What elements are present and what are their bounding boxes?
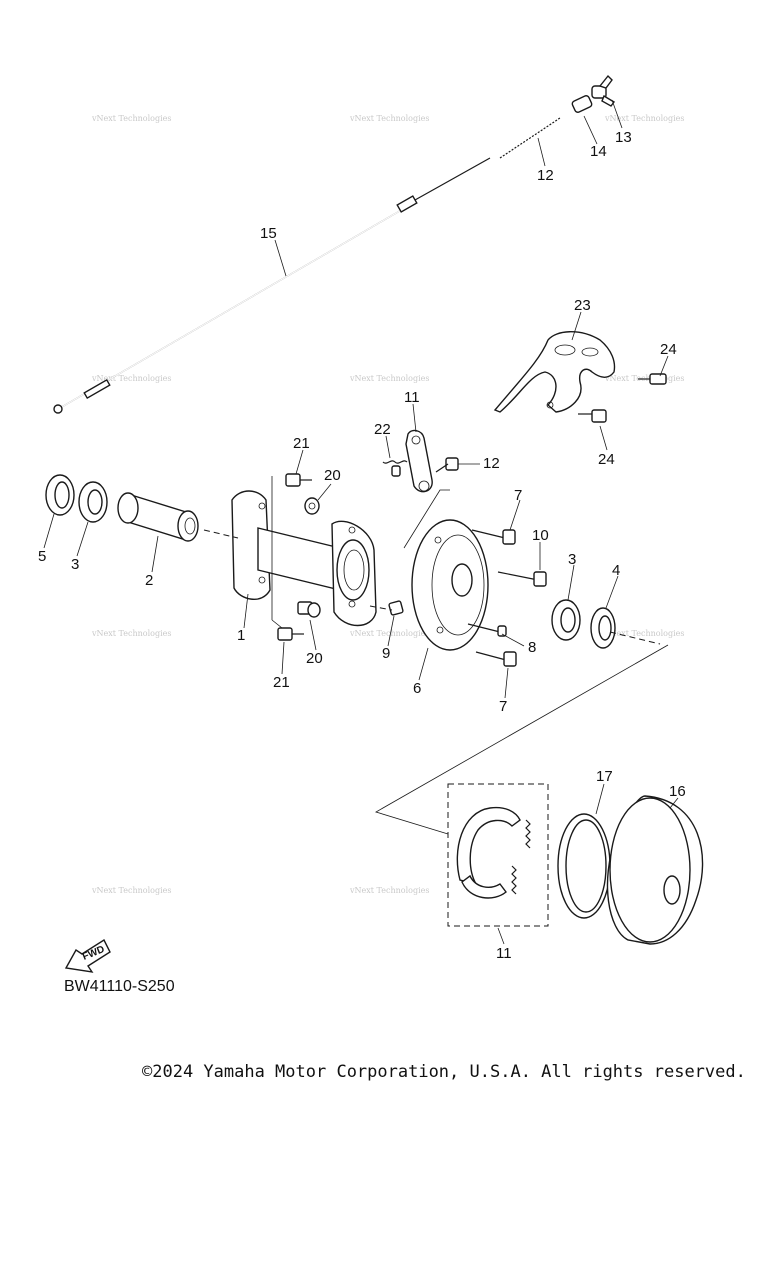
oil-seal-right[interactable]	[590, 607, 616, 649]
callout-18[interactable]: 16	[669, 783, 686, 800]
callout-20-lower[interactable]: 20	[306, 650, 323, 667]
callout-15[interactable]: 13	[615, 129, 632, 146]
callout-22[interactable]: 22	[374, 421, 391, 438]
callout-1[interactable]: 1	[237, 627, 245, 644]
drum-seal-ring[interactable]	[557, 813, 611, 919]
brake-cable[interactable]	[53, 157, 491, 414]
callout-8[interactable]: 8	[528, 639, 536, 656]
bracket-bolt-upper[interactable]	[638, 373, 667, 385]
watermark: vNext Technologies	[604, 114, 684, 123]
leader-lines	[43, 99, 679, 945]
watermark: vNext Technologies	[349, 886, 429, 895]
axle-spacer[interactable]	[117, 492, 199, 542]
callout-7-lower[interactable]: 7	[499, 698, 507, 715]
watermark: vNext Technologies	[349, 114, 429, 123]
watermark: vNext Technologies	[604, 629, 684, 638]
hub-housing[interactable]	[231, 490, 377, 627]
housing-bolt-upper[interactable]	[285, 473, 312, 487]
lever-return-spring[interactable]	[382, 460, 408, 477]
housing-bolt-lower[interactable]	[277, 627, 304, 641]
watermark: vNext Technologies	[91, 629, 171, 638]
brake-drum[interactable]	[606, 795, 704, 945]
callout-2[interactable]: 2	[145, 572, 153, 589]
callout-24-upper[interactable]: 24	[660, 341, 677, 358]
callout-20-upper[interactable]: 20	[324, 467, 341, 484]
bracket-bolt-lower[interactable]	[578, 409, 607, 423]
brake-camshaft[interactable]	[497, 571, 547, 587]
fwd-arrow-icon: FWD	[64, 938, 111, 973]
watermark: vNext Technologies	[349, 629, 429, 638]
callout-7-upper[interactable]: 7	[514, 487, 522, 504]
callout-13[interactable]: 11	[496, 945, 512, 962]
guide-lines	[203, 476, 669, 835]
callout-6[interactable]: 6	[413, 680, 421, 697]
callout-21-upper[interactable]: 21	[293, 435, 310, 452]
bearing-right[interactable]	[551, 599, 581, 641]
collar[interactable]	[571, 95, 593, 113]
lever-bolt[interactable]	[435, 457, 459, 473]
callout-3-right[interactable]: 3	[568, 551, 576, 568]
small-nut[interactable]	[388, 600, 404, 616]
callout-5[interactable]: 5	[38, 548, 46, 565]
brake-panel[interactable]	[411, 519, 489, 651]
callout-9[interactable]: 9	[382, 645, 390, 662]
watermark: vNext Technologies	[91, 114, 171, 123]
callout-21-lower[interactable]: 21	[273, 674, 290, 691]
watermark: vNext Technologies	[91, 886, 171, 895]
callout-14[interactable]: 12	[537, 167, 554, 184]
callout-11[interactable]: 11	[404, 389, 420, 406]
housing-nut-lower[interactable]	[297, 601, 321, 618]
brake-bracket[interactable]	[493, 331, 616, 413]
bearing-left[interactable]	[78, 481, 108, 523]
wing-nut[interactable]	[591, 74, 616, 107]
callout-12[interactable]: 12	[483, 455, 500, 472]
copyright-notice: ©2024 Yamaha Motor Corporation, U.S.A. A…	[142, 1062, 746, 1082]
callout-10[interactable]: 10	[532, 527, 549, 544]
callout-24-lower[interactable]: 24	[598, 451, 615, 468]
panel-bolt-lower[interactable]	[475, 651, 517, 667]
callout-23[interactable]: 23	[574, 297, 591, 314]
housing-washer-upper[interactable]	[304, 497, 320, 515]
watermark: vNext Technologies	[91, 374, 171, 383]
part-labels: 15 12 13 14 23 24 24 11 22 12 21 20 7 10…	[38, 129, 686, 962]
oil-seal-left[interactable]	[45, 474, 75, 516]
cable-spring[interactable]	[499, 117, 561, 159]
panel-bolt-upper[interactable]	[471, 529, 516, 545]
brake-cam-lever[interactable]	[405, 429, 433, 493]
anchor-pin[interactable]	[467, 623, 507, 637]
watermark: vNext Technologies	[349, 374, 429, 383]
callout-3-left[interactable]: 3	[71, 556, 79, 573]
callout-16[interactable]: 14	[590, 143, 607, 160]
callout-17[interactable]: 15	[260, 225, 277, 242]
callout-4[interactable]: 4	[612, 562, 620, 579]
callout-19[interactable]: 17	[596, 768, 613, 785]
brake-shoe-set[interactable]	[447, 783, 549, 927]
diagram-code: BW41110-S250	[64, 978, 175, 995]
